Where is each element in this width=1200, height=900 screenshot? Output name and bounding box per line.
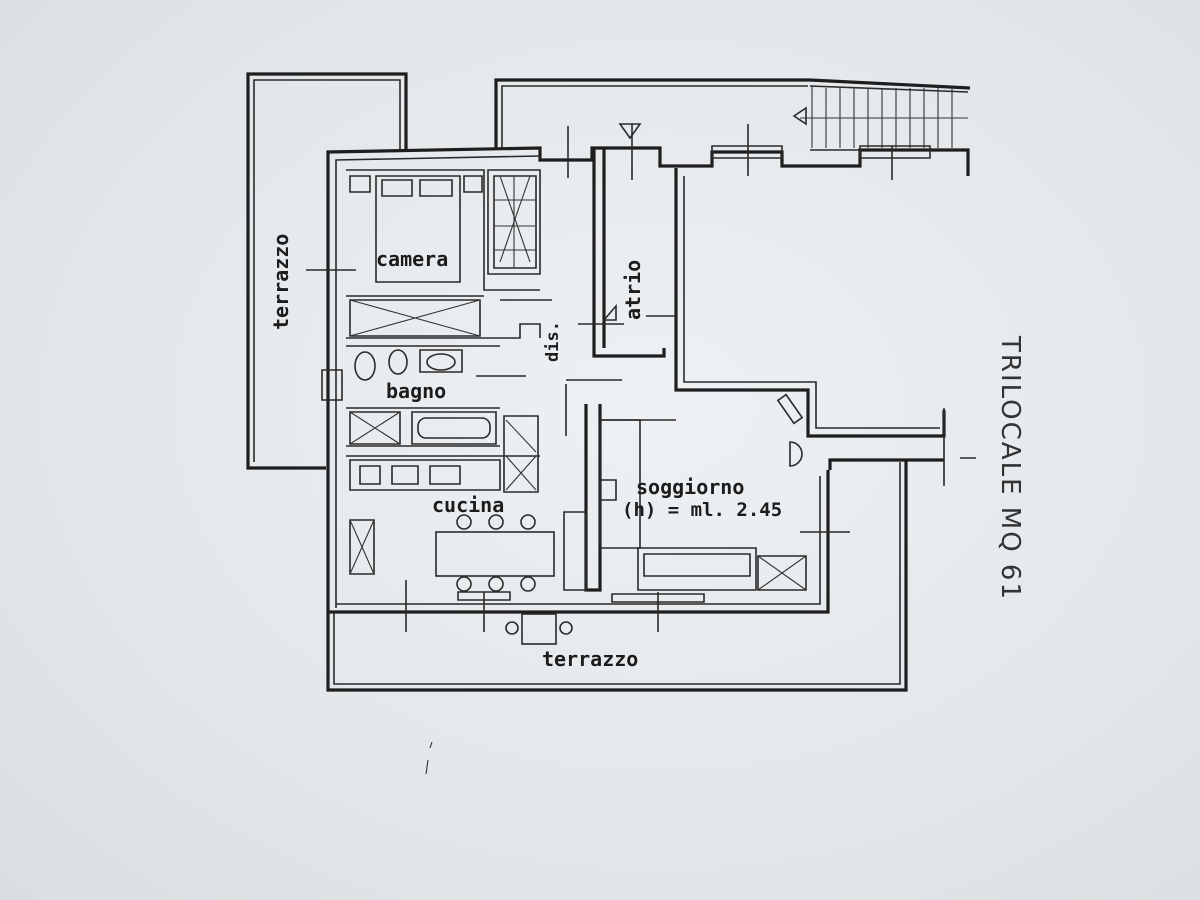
room-label-atrio: atrio [621, 260, 645, 320]
terrace-left [246, 72, 408, 470]
room-label-cucina: cucina [432, 493, 504, 517]
bedroom-furniture [349, 175, 483, 337]
ceiling-height-note: (h) = ml. 2.45 [622, 499, 782, 521]
room-label-terrazzo-bottom: terrazzo [542, 647, 638, 671]
entrance-arrow-icon [602, 123, 642, 321]
terrace-bottom [326, 460, 908, 692]
living-furniture [599, 393, 807, 591]
room-label-bagno: bagno [386, 379, 446, 403]
bathroom-fixtures [349, 349, 497, 445]
kitchen-furniture [349, 415, 555, 592]
room-label-soggiorno: soggiorno [636, 475, 744, 499]
entrance-landing [494, 78, 971, 151]
terrace-table [505, 613, 573, 645]
window-openings [306, 124, 976, 632]
handwritten-annotation: TRILOCALE MQ 61 [995, 335, 1025, 601]
internal-spiral-stair [487, 169, 541, 275]
room-label-dis: dis. [543, 321, 563, 362]
interior-walls [346, 148, 676, 592]
stray-mark [425, 741, 433, 775]
exterior-staircase [792, 88, 968, 148]
room-label-terrazzo-left: terrazzo [269, 234, 293, 330]
room-label-camera: camera [376, 247, 448, 271]
